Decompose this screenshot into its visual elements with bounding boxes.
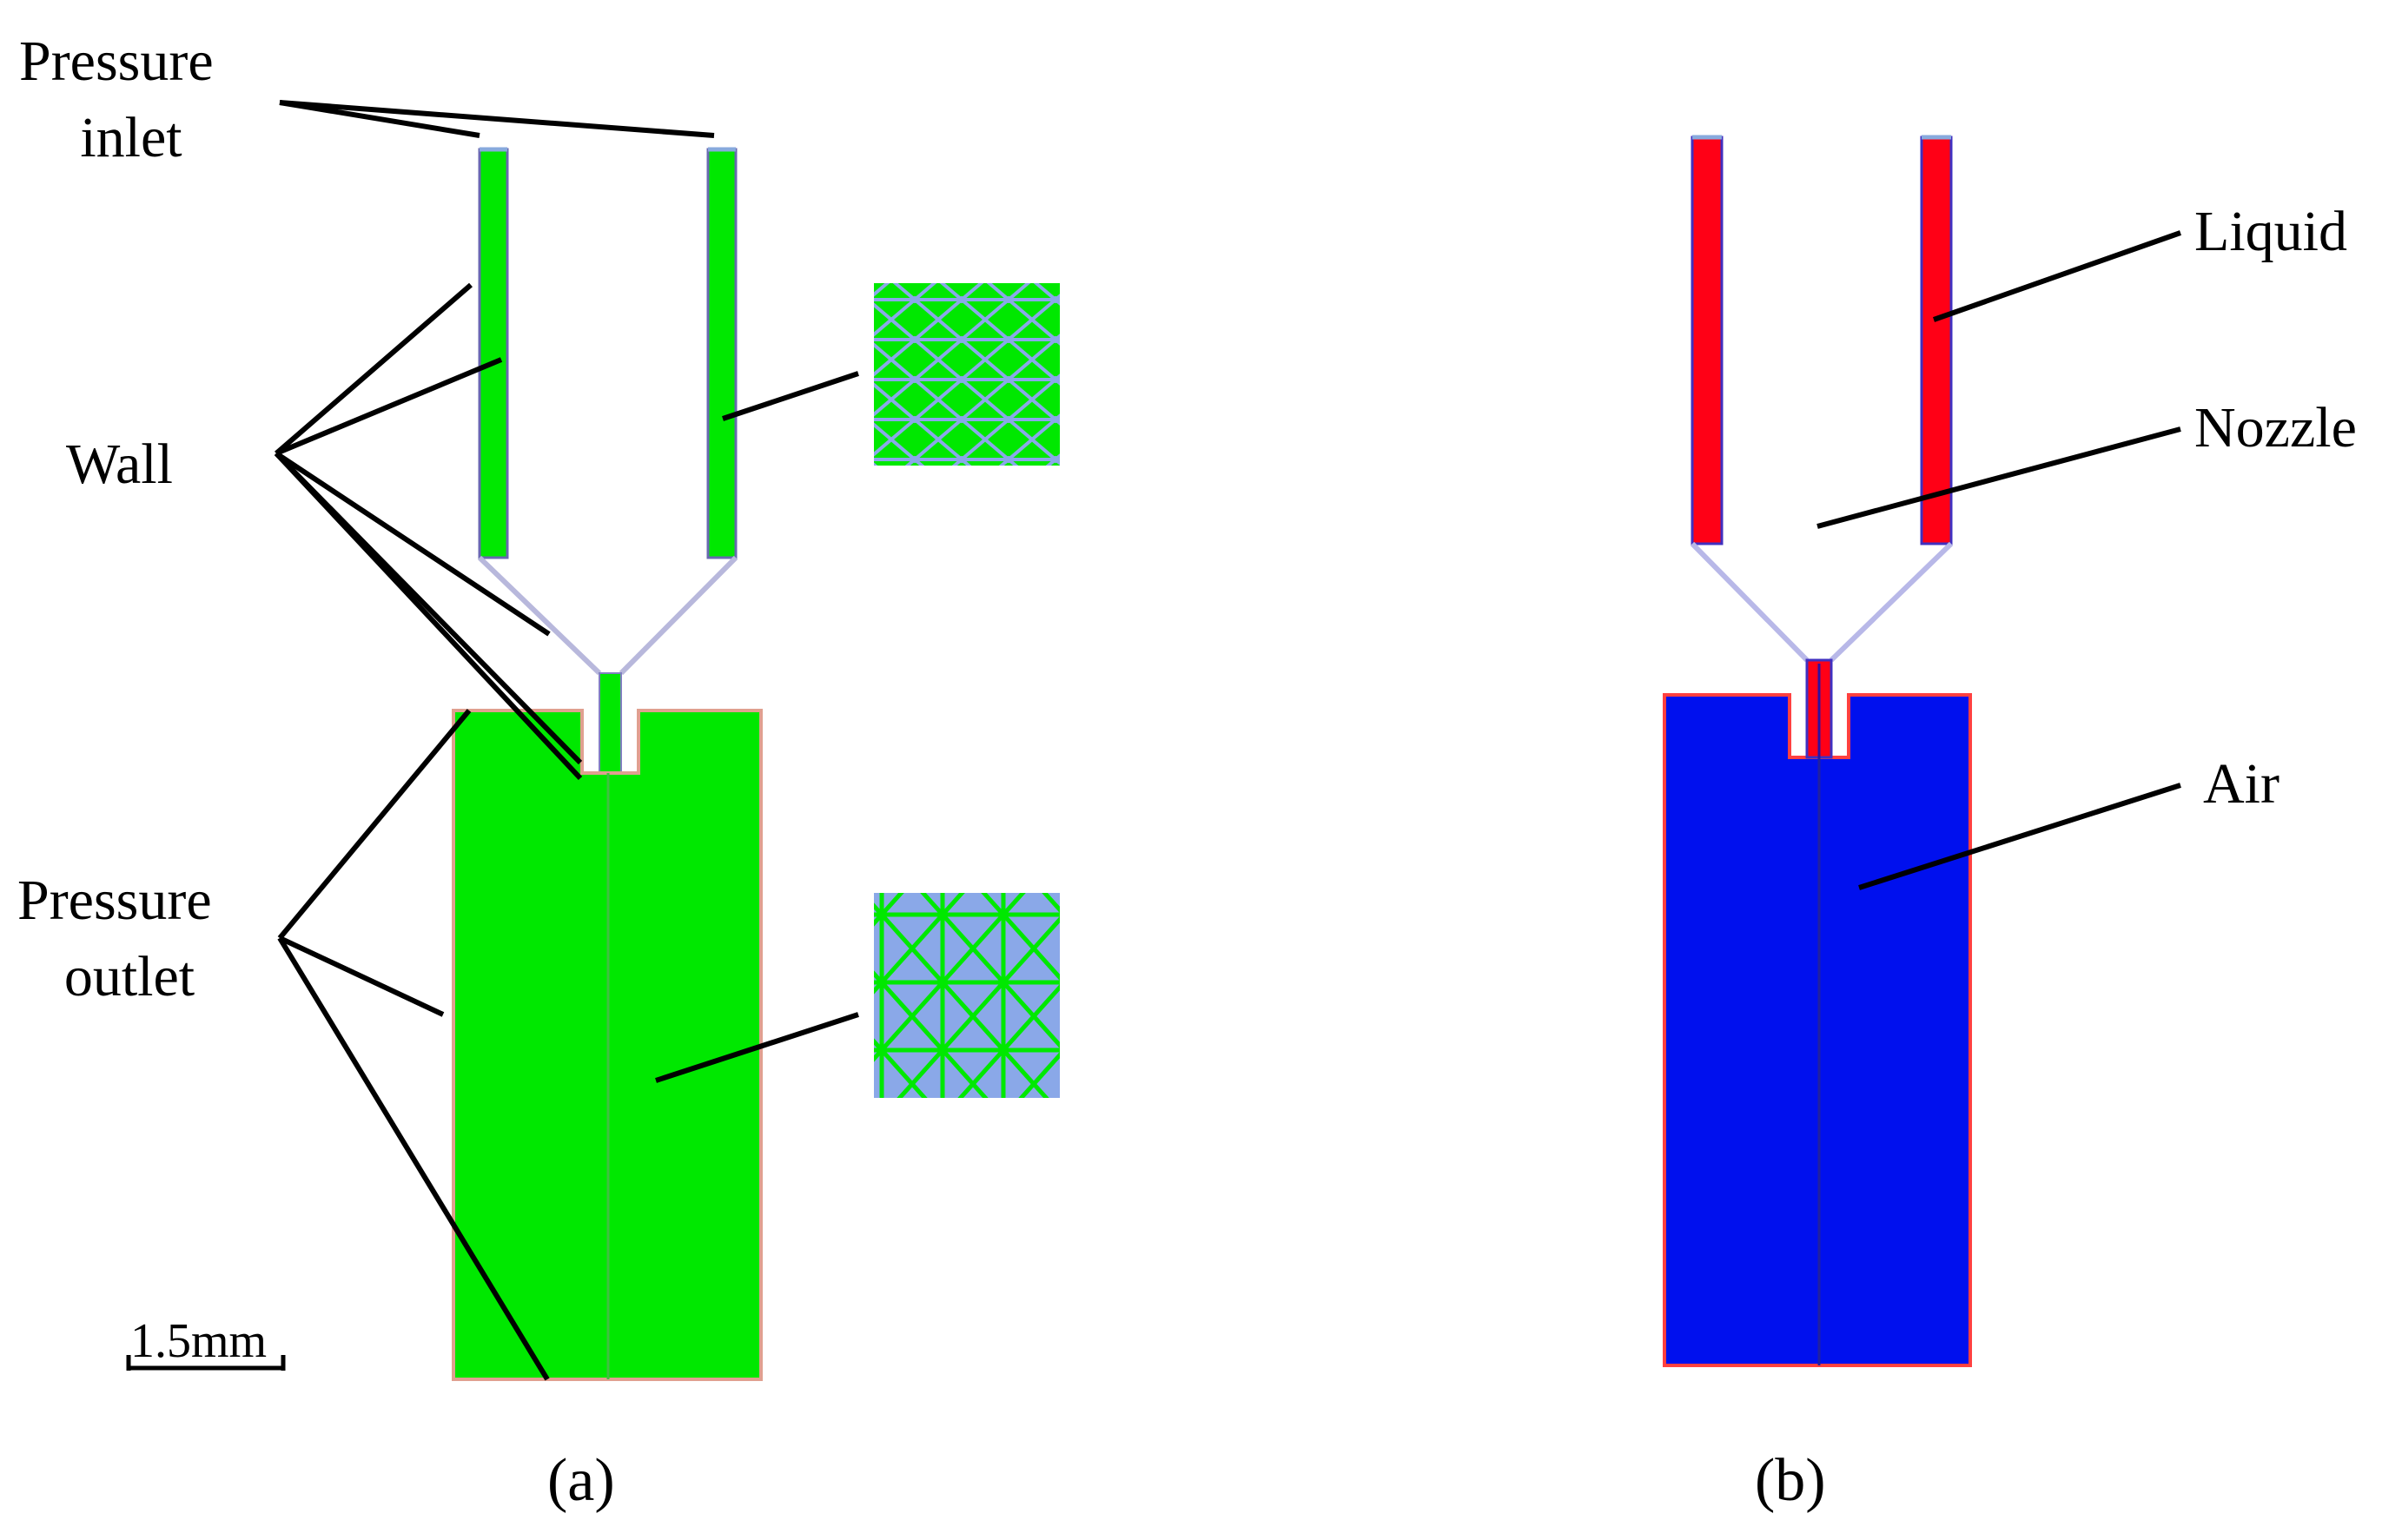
leader-mesh-nozzle	[722, 371, 859, 421]
leader-nozzle	[1816, 426, 2181, 529]
panel-b-leader-lines	[1816, 230, 2181, 890]
label-wall: Wall	[66, 433, 173, 496]
leader-outlet-1	[277, 709, 472, 940]
panel-a-mesh	[452, 147, 1060, 1381]
liquid-right-column	[1920, 135, 1953, 545]
leader-wall-3	[275, 451, 551, 637]
cone-wall-b-right	[1829, 541, 1954, 663]
left-nozzle-wall	[478, 148, 509, 559]
label-pressure-outlet-line1: Pressure	[17, 869, 212, 932]
air-domain-b	[1663, 693, 1972, 1367]
label-pressure-inlet-line2: inlet	[80, 106, 182, 169]
cone-wall-right	[619, 555, 738, 676]
scale-bar-label: 1.5mm	[130, 1314, 268, 1368]
leader-wall-1	[275, 282, 473, 456]
leader-air	[1858, 783, 2181, 890]
leader-inlet-right	[279, 100, 715, 138]
mesh-inset-domain	[874, 893, 1060, 1098]
leader-inlet-left	[279, 100, 480, 138]
scale-bar	[126, 1355, 286, 1371]
panel-b-caption: (b)	[1755, 1447, 1826, 1514]
panel-a-leader-lines	[274, 100, 859, 1381]
cone-wall-left	[477, 555, 602, 676]
leader-wall-5	[274, 451, 583, 781]
label-pressure-outlet-line2: outlet	[63, 945, 195, 1008]
right-nozzle-wall	[706, 148, 738, 559]
cone-wall-b-left	[1690, 541, 1810, 663]
leader-liquid	[1933, 230, 2181, 322]
label-liquid: Liquid	[2194, 200, 2347, 263]
leader-outlet-2	[278, 935, 445, 1017]
panel-a-caption: (a)	[547, 1447, 615, 1514]
panel-b-phases	[1663, 135, 1972, 1367]
label-pressure-inlet-line1: Pressure	[19, 30, 214, 93]
leader-wall-2	[275, 357, 503, 456]
leader-mesh-domain	[655, 1012, 859, 1083]
label-nozzle: Nozzle	[2194, 396, 2357, 459]
mesh-inset-nozzle	[874, 283, 1060, 466]
capillary-tip	[599, 672, 622, 774]
liquid-left-column	[1691, 135, 1724, 545]
label-air: Air	[2203, 752, 2280, 816]
leader-outlet-3	[277, 936, 550, 1381]
